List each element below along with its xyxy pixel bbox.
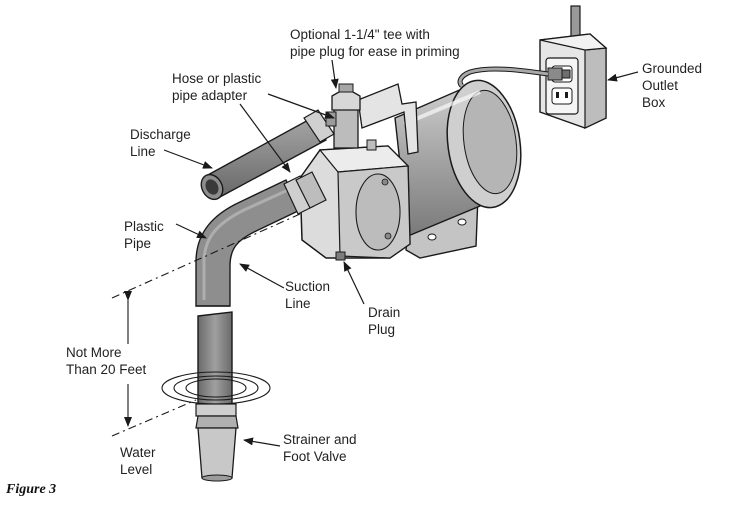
- pump-motor: [357, 79, 522, 259]
- label-grounded-outlet-box: Grounded Outlet Box: [642, 61, 703, 110]
- label-hose-adapter: Hose or plastic pipe adapter: [172, 71, 262, 103]
- label-water-level: Water Level: [120, 445, 156, 477]
- water-ripples: [161, 371, 271, 405]
- discharge-line: [200, 109, 337, 201]
- label-drain-plug: Drain Plug: [368, 305, 401, 337]
- grounded-outlet-box: [457, 5, 608, 129]
- label-suction-line: Suction Line: [285, 279, 331, 311]
- figure-caption: Figure 3: [6, 482, 57, 497]
- leader-arrows: [163, 59, 639, 447]
- label-optional-tee: Optional 1-1/4" tee with pipe plug for e…: [290, 27, 460, 59]
- label-not-more-than-20-feet: Not More Than 20 Feet: [66, 345, 147, 377]
- label-strainer-foot-valve: Strainer and Foot Valve: [283, 432, 357, 464]
- suction-pipe: [195, 171, 327, 482]
- dimension-lines: [111, 213, 301, 437]
- label-discharge-line: Discharge Line: [130, 127, 191, 159]
- label-plastic-pipe: Plastic Pipe: [124, 219, 164, 251]
- pump-housing: [299, 83, 411, 261]
